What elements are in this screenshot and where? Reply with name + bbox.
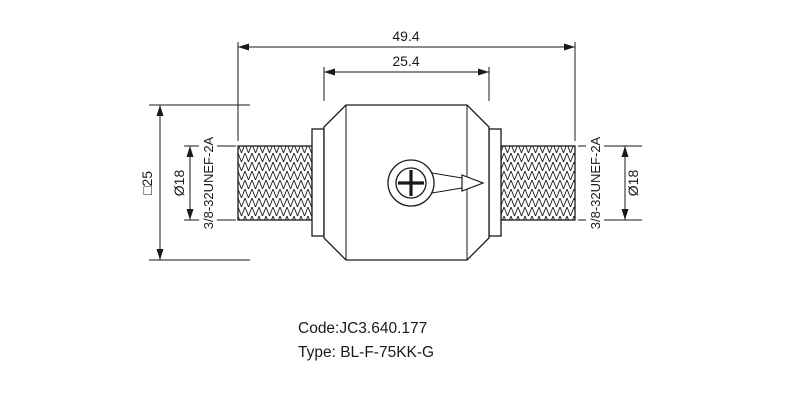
dimension-square: □25 <box>139 104 250 261</box>
right-thread-stud <box>500 145 576 221</box>
type-label: Type: BL-F-75KK-G <box>298 344 434 361</box>
part-identification: Code:JC3.640.177 Type: BL-F-75KK-G <box>298 320 434 361</box>
dimension-body-length: 25.4 <box>323 53 490 101</box>
dimension-right-diameter: Ø18 3/8-32UNEF-2A <box>578 136 642 229</box>
dimension-left-diameter: Ø18 3/8-32UNEF-2A <box>171 136 236 229</box>
screw-cross-slot <box>398 170 424 196</box>
left-thread-spec-label: 3/8-32UNEF-2A <box>201 136 216 229</box>
pointer-tip <box>461 174 485 192</box>
right-diameter-value: Ø18 <box>625 170 641 197</box>
code-label: Code:JC3.640.177 <box>298 320 427 337</box>
square-value: □25 <box>139 171 155 195</box>
right-flange <box>488 128 502 237</box>
extension-lines-overall <box>237 42 576 141</box>
connector-component <box>237 104 576 261</box>
pointer-arm <box>431 172 463 194</box>
dimension-overall-length: 49.4 <box>237 28 576 141</box>
left-diameter-value: Ø18 <box>171 170 187 197</box>
extension-lines-square <box>149 104 250 261</box>
body-length-value: 25.4 <box>392 53 419 69</box>
overall-length-value: 49.4 <box>392 28 419 44</box>
left-thread-stud <box>237 145 313 221</box>
right-thread-spec-label: 3/8-32UNEF-2A <box>588 136 603 229</box>
left-flange <box>311 128 325 237</box>
